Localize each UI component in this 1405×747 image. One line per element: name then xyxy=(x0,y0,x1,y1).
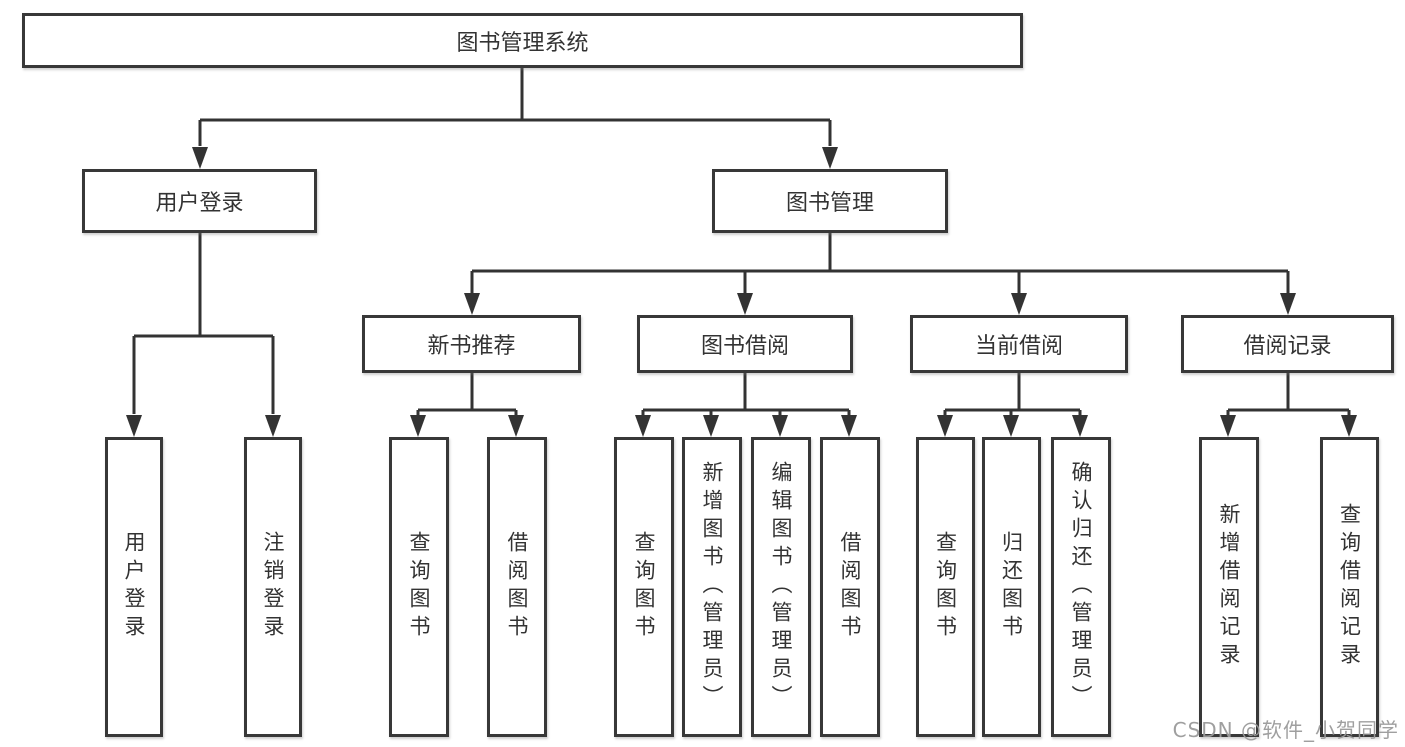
leaf-bb-add-books: 新增图书（管理员） xyxy=(682,437,742,737)
arrowhead-icon xyxy=(192,147,208,169)
connector-bookborrow-to-leaves xyxy=(641,373,851,416)
leaf-rec-query-books: 查询图书 xyxy=(389,437,449,737)
arrowhead-icon xyxy=(1003,415,1019,437)
arrowhead-icon xyxy=(737,293,753,315)
leaf-cb-query-books: 查询图书 xyxy=(916,437,975,737)
leaf-rec-borrow-books: 借阅图书 xyxy=(487,437,547,737)
leaf-br-add-record: 新增借阅记录 xyxy=(1199,437,1259,737)
arrowhead-icon xyxy=(937,415,953,437)
connector-bookmgmt-to-level2 xyxy=(470,233,1290,293)
leaf-bb-query-books: 查询图书 xyxy=(614,437,674,737)
connector-borrowrecords-to-leaves xyxy=(1226,373,1351,416)
node-user-login: 用户登录 xyxy=(82,169,317,233)
arrowhead-icon xyxy=(703,415,719,437)
csdn-watermark: CSDN @软件_小贺同学 xyxy=(1172,718,1399,742)
connector-currentborrow-to-leaves xyxy=(943,373,1082,416)
arrowhead-icon xyxy=(841,415,857,437)
arrowhead-icon xyxy=(772,415,788,437)
arrowhead-icon xyxy=(1072,415,1088,437)
node-book-mgmt: 图书管理 xyxy=(712,169,948,233)
node-borrow-records: 借阅记录 xyxy=(1181,315,1394,373)
leaf-bb-edit-books: 编辑图书（管理员） xyxy=(751,437,811,737)
node-new-book-rec: 新书推荐 xyxy=(362,315,581,373)
arrowhead-icon xyxy=(822,147,838,169)
connector-root-to-level1 xyxy=(198,68,832,146)
node-root: 图书管理系统 xyxy=(22,13,1023,68)
leaf-cb-return-books: 归还图书 xyxy=(982,437,1041,737)
leaf-logout: 注销登录 xyxy=(244,437,302,737)
arrowhead-icon xyxy=(265,415,281,437)
node-current-borrow: 当前借阅 xyxy=(910,315,1128,373)
leaf-br-query-record: 查询借阅记录 xyxy=(1320,437,1379,737)
arrowhead-icon xyxy=(1220,415,1236,437)
leaf-cb-confirm-return: 确认归还（管理员） xyxy=(1051,437,1111,737)
connector-userlogin-to-leaves xyxy=(132,233,275,414)
leaf-user-login: 用户登录 xyxy=(105,437,163,737)
arrowhead-icon xyxy=(635,415,651,437)
arrowhead-icon xyxy=(126,415,142,437)
arrowhead-icon xyxy=(1280,293,1296,315)
connector-newbookrec-to-leaves xyxy=(416,373,518,416)
arrowhead-icon xyxy=(410,415,426,437)
arrowhead-icon xyxy=(508,415,524,437)
arrowhead-icon xyxy=(1011,293,1027,315)
arrowhead-icon xyxy=(1341,415,1357,437)
leaf-bb-borrow-books: 借阅图书 xyxy=(820,437,880,737)
arrowhead-icon xyxy=(464,293,480,315)
node-book-borrow: 图书借阅 xyxy=(637,315,853,373)
